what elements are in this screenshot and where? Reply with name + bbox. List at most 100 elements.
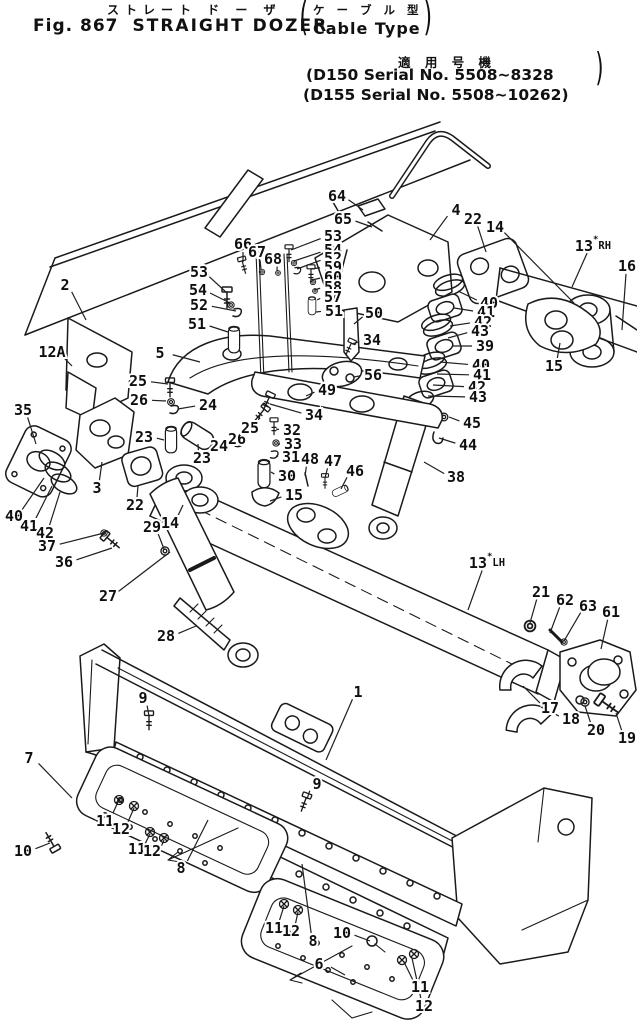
part-callout-11: 11 [411,978,429,996]
leader-line [304,466,307,477]
part-callout-41: 41 [20,517,38,535]
leader-line [27,417,37,445]
leader-line [21,477,45,511]
part-callout-13RH: 13*RH [575,235,611,255]
leader-line [270,471,275,475]
part-callout-33: 33 [284,435,302,453]
part-callout-42: 42 [474,313,492,331]
part-callout-24: 24 [199,396,217,414]
part-callout-62: 62 [556,591,574,609]
part-callout-23: 23 [193,449,211,467]
leader-line [621,273,627,331]
part-callout-10: 10 [333,924,351,942]
cable-type-english: Cable Type [313,19,421,38]
part-callout-56: 56 [364,366,382,384]
leader-line [353,375,361,378]
leader-line [294,911,299,924]
part-callout-44: 44 [459,436,477,454]
applicability-japanese: 適 用 号 機 [398,55,497,70]
part-callout-45: 45 [463,414,481,432]
leader-line [186,819,209,862]
leader-line [246,428,250,435]
leader-line [348,199,364,211]
part-callout-60: 60 [324,268,342,286]
leader-line [556,342,561,359]
leader-line [157,533,165,550]
leader-line [351,341,360,345]
part-callout-54: 54 [189,281,207,299]
part-callout-51: 51 [325,302,343,320]
figure-title-line: Fig. 867 STRAIGHT DOZER [33,16,328,36]
part-callout-12: 12 [143,842,161,860]
part-callout-3: 3 [92,479,101,497]
part-callout-12A: 12A [38,343,65,361]
part-callout-38: 38 [447,468,465,486]
leader-line [306,790,311,800]
part-callout-43: 43 [469,388,487,406]
push-arm-center [149,464,567,703]
leader-line [111,801,119,815]
paren-open-type: ( [299,0,309,40]
leader-line [150,381,169,385]
part-callout-52: 52 [190,296,208,314]
part-callout-57: 57 [324,288,342,306]
leader-line [310,267,321,270]
leader-line [403,961,414,981]
part-callout-66: 66 [234,235,252,253]
leader-line [529,599,538,624]
lower-link [250,371,443,489]
part-callout-12: 12 [415,997,433,1015]
part-callout-9: 9 [138,689,147,707]
part-callout-59: 59 [324,258,342,276]
leader-line [151,399,167,402]
figure-title-english: STRAIGHT DOZER [132,16,329,36]
cable-type-japanese: ケ ー ブ ル 型 [313,3,423,17]
leader-line [353,316,363,325]
part-callout-24: 24 [210,437,228,455]
leader-line [563,612,582,642]
leader-line [290,237,321,251]
leader-line [571,252,588,288]
leader-line [269,496,282,502]
leader-line [615,712,623,731]
part-callout-61: 61 [602,603,620,621]
serial-range-d155: (D155 Serial No. 5508~10262) [303,86,569,104]
leader-line [325,698,354,761]
part-callout-8: 8 [308,932,317,950]
part-callout-11: 11 [128,840,146,858]
leader-line [209,325,229,333]
part-callout-35: 35 [14,401,32,419]
leader-line [38,763,73,799]
part-callout-4: 4 [451,201,460,219]
part-callout-34: 34 [305,406,323,424]
leader-line [540,706,560,717]
part-callout-18: 18 [562,710,580,728]
part-callout-51: 51 [188,315,206,333]
part-callout-37: 37 [38,537,56,555]
leader-line [178,625,197,635]
leader-line [259,259,262,270]
leader-line [208,276,228,294]
leader-line [62,356,73,367]
part-callout-64: 64 [328,187,346,205]
part-callout-22: 22 [464,210,482,228]
part-callout-67: 67 [248,243,266,261]
part-callout-68: 68 [264,250,282,268]
part-callout-58: 58 [324,278,342,296]
part-callout-53: 53 [190,263,208,281]
leader-line [34,485,53,520]
leader-line [439,361,469,366]
part-callout-30: 30 [278,467,296,485]
leader-line [330,966,346,976]
part-callout-15: 15 [545,357,563,375]
leader-line [172,354,201,363]
end-bit-left [40,746,289,894]
part-callout-11: 11 [96,812,114,830]
leader-line [35,842,51,850]
leader-line [411,957,422,999]
leader-line [48,491,61,526]
figure-number: Fig. 867 [33,16,119,36]
leader-line [429,215,448,241]
paren-close-type: ) [423,0,433,40]
